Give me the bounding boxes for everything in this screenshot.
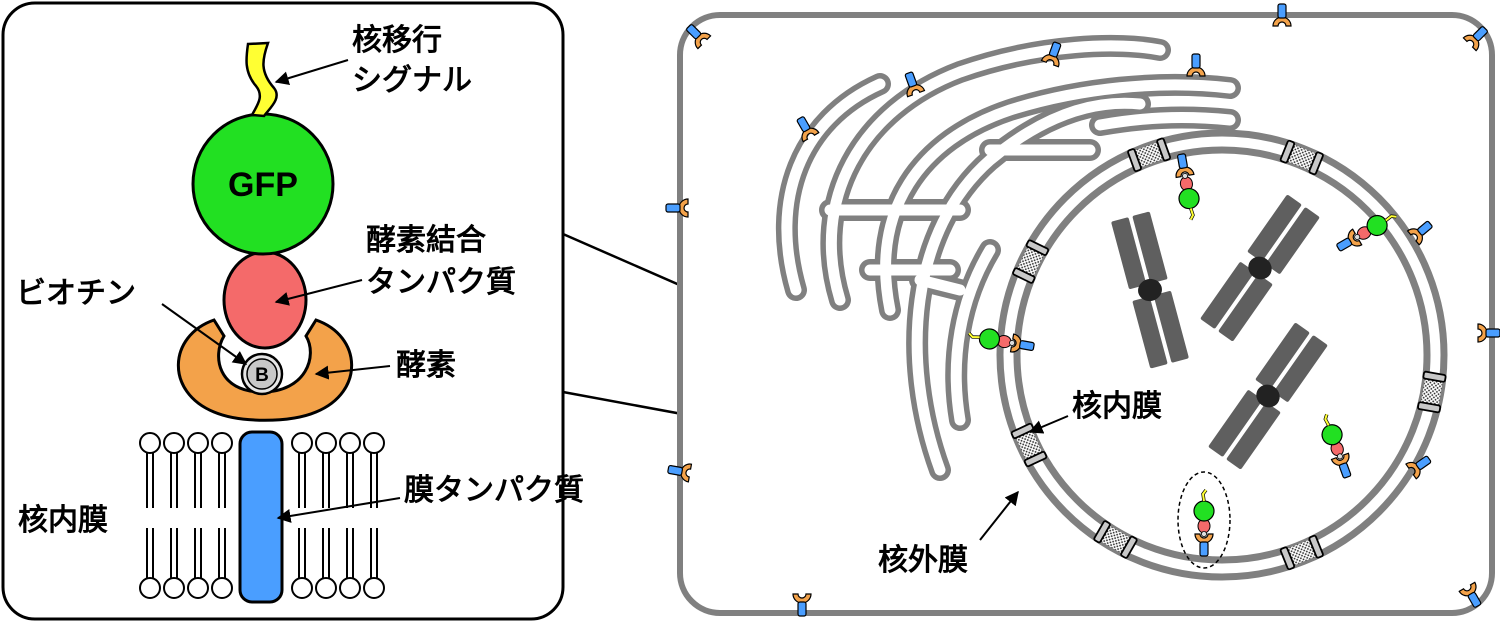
- lipid: [187, 432, 209, 599]
- highlight-ellipse: [1177, 471, 1231, 569]
- chromosome: [1111, 211, 1189, 369]
- cell-label-arrows: [979, 415, 1069, 541]
- nuclear-pores: [1010, 137, 1447, 571]
- binding-protein-label-2: タンパク質: [366, 265, 516, 300]
- nuclear-pore: [1010, 422, 1048, 468]
- cell: 核内膜 核外膜: [665, 3, 1500, 617]
- biotin-label: ビオチン: [16, 276, 136, 311]
- membrane-protein-shape: [238, 430, 284, 604]
- endoplasmic-reticulum: [775, 34, 1241, 481]
- lipid: [339, 432, 361, 599]
- chromosomes: [1111, 195, 1328, 469]
- chromosome: [1200, 195, 1320, 341]
- inner-nuclear-membrane: [1013, 146, 1431, 564]
- outer-nuclear-membrane: [996, 129, 1448, 581]
- chromosome: [1208, 323, 1328, 469]
- inset-arrows: [161, 59, 401, 523]
- nls-label-1: 核移行: [352, 23, 442, 58]
- lipid: [291, 432, 313, 599]
- lipid: [363, 432, 385, 599]
- lipid: [211, 432, 233, 599]
- inner-nuclear-membrane-label: 核内膜: [1072, 389, 1162, 424]
- gfp-label: GFP: [228, 166, 298, 204]
- nuclear-pore: [1279, 139, 1324, 176]
- inset-panel: B GFP 核移行 シグナル 酵素結合 タンパク質 ビオチン 酵素 核内膜 膜タ…: [1, 1, 584, 621]
- nuclear-pore: [1279, 534, 1324, 571]
- nuclear-pore: [1127, 137, 1172, 172]
- nuclear-pore: [1012, 239, 1050, 284]
- membrane-protein-label: 膜タンパク質: [404, 473, 584, 508]
- outer-nuclear-membrane-label: 核外膜: [878, 543, 968, 578]
- binding-protein-shape: [222, 250, 308, 350]
- lipid: [163, 432, 185, 599]
- inner-membrane-label-inset: 核内膜: [18, 503, 108, 538]
- nls-shape: [245, 41, 278, 118]
- nuclear-envelope: [996, 129, 1448, 581]
- lipid: [315, 432, 337, 599]
- lipid-bilayer: [139, 432, 385, 599]
- binding-protein-label-1: 酵素結合: [366, 223, 486, 258]
- enzyme-label: 酵素: [396, 348, 456, 383]
- nuclear-pore: [1093, 520, 1138, 559]
- nuclear-pore: [1417, 370, 1447, 414]
- biotin-mark: B: [255, 365, 269, 386]
- lipid: [139, 432, 161, 599]
- nls-label-2: シグナル: [352, 63, 472, 98]
